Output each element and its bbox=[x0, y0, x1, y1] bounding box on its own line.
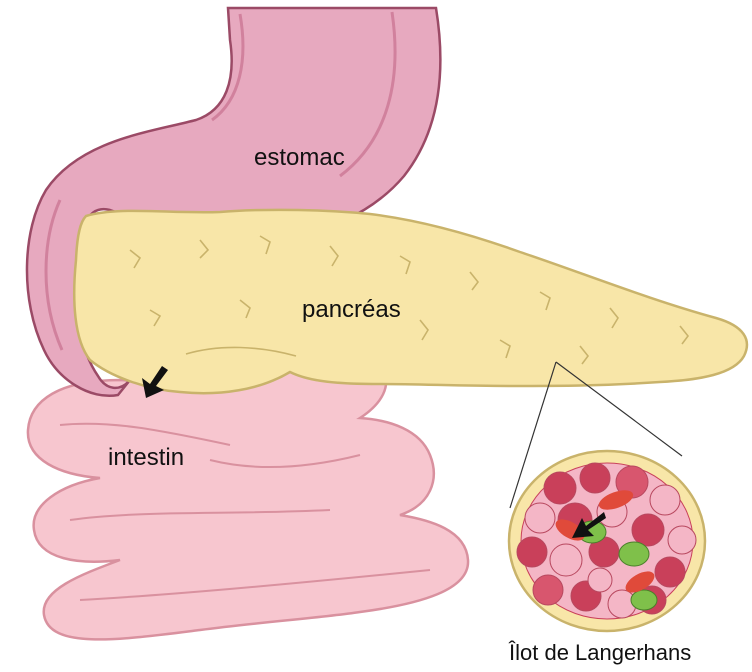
label-stomach: estomac bbox=[254, 144, 345, 172]
label-islet: Îlot de Langerhans bbox=[509, 640, 691, 666]
green-cell bbox=[631, 590, 657, 610]
label-pancreas: pancréas bbox=[302, 296, 401, 324]
pancreas bbox=[74, 210, 747, 393]
green-cell bbox=[619, 542, 649, 566]
label-intestine: intestin bbox=[108, 444, 184, 472]
islet-of-langerhans bbox=[509, 451, 705, 631]
